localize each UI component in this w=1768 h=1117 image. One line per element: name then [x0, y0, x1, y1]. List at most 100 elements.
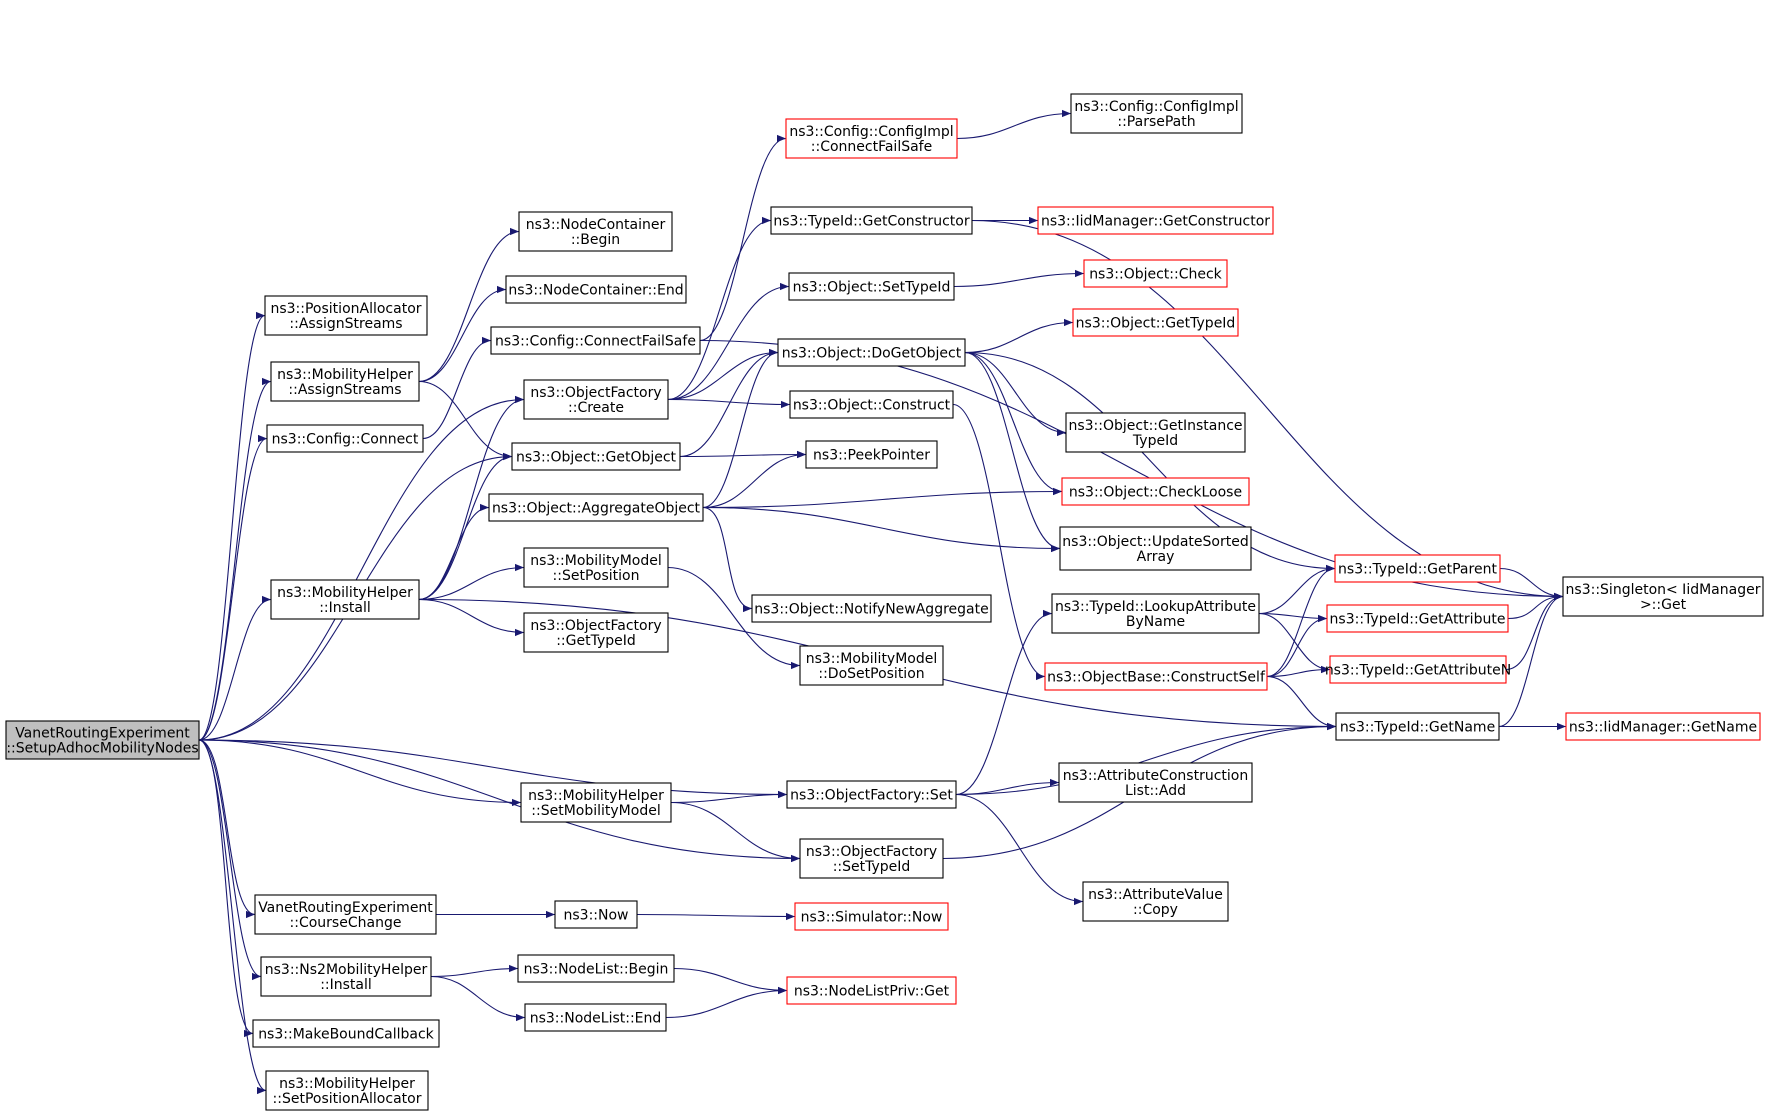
edge-root-to-vre-course — [198, 739, 256, 919]
node-of-settid[interactable]: ns3::ObjectFactory::SetTypeId — [799, 838, 944, 879]
node-cfg-cfs[interactable]: ns3::Config::ConnectFailSafe — [490, 326, 701, 355]
node-box — [805, 440, 938, 469]
edge-tid-getattrn-to-singleton-get — [1505, 592, 1564, 671]
node-label-line: ns3::Config::Connect — [272, 432, 419, 448]
node-mh-setpos[interactable]: ns3::MobilityHelper::SetPositionAllocato… — [265, 1070, 429, 1111]
node-box — [1334, 554, 1501, 583]
node-ns2-install[interactable]: ns3::Ns2MobilityHelper::Install — [260, 956, 432, 997]
node-tid-getname[interactable]: ns3::TypeId::GetName — [1335, 712, 1500, 741]
node-av-copy[interactable]: ns3::AttributeValue::Copy — [1082, 881, 1229, 922]
node-tid-getattrn[interactable]: ns3::TypeId::GetAttributeN — [1325, 655, 1511, 684]
node-label-line: ::SetTypeId — [833, 859, 911, 875]
edge-now-to-sim-now — [636, 912, 796, 921]
node-obj-gettid[interactable]: ns3::Object::GetTypeId — [1072, 308, 1239, 337]
node-root[interactable]: VanetRoutingExperiment::SetupAdhocMobili… — [5, 720, 200, 760]
node-obj-notify[interactable]: ns3::Object::NotifyNewAggregate — [751, 594, 992, 623]
edge-root-to-make-cb — [198, 739, 254, 1038]
edge-obj-aggr-to-obj-notify — [702, 506, 753, 613]
edge-mh-assign-to-nc-begin — [418, 227, 520, 383]
node-cfg-connect[interactable]: ns3::Config::Connect — [266, 424, 424, 453]
node-box — [786, 976, 957, 1005]
node-obj-check[interactable]: ns3::Object::Check — [1083, 259, 1228, 288]
node-obj-settid[interactable]: ns3::Object::SetTypeId — [788, 272, 955, 301]
edge-obj-aggr-to-obj-dogetobj — [702, 348, 779, 509]
edge-obj-aggr-to-obj-checkloose — [702, 487, 1063, 509]
node-obj-aggr[interactable]: ns3::Object::AggregateObject — [488, 493, 704, 522]
node-label-line: ns3::TypeId::GetParent — [1338, 562, 1497, 578]
node-label-line: ns3::TypeId::GetName — [1340, 720, 1495, 736]
node-ob-constructself[interactable]: ns3::ObjectBase::ConstructSelf — [1044, 662, 1268, 691]
node-box — [1562, 576, 1764, 617]
node-box — [1059, 526, 1252, 571]
edge-root-to-mh-setpos — [198, 739, 267, 1094]
node-cfgimpl-parse[interactable]: ns3::Config::ConfigImpl::ParsePath — [1070, 93, 1243, 134]
node-box — [751, 594, 992, 623]
node-cfgimpl-cfs[interactable]: ns3::Config::ConfigImpl::ConnectFailSafe — [785, 118, 958, 159]
node-box — [1070, 93, 1243, 134]
node-mh-assign[interactable]: ns3::MobilityHelper::AssignStreams — [270, 361, 420, 402]
node-peekptr[interactable]: ns3::PeekPointer — [805, 440, 938, 469]
node-tid-getparent[interactable]: ns3::TypeId::GetParent — [1334, 554, 1501, 583]
edge-ob-constructself-to-tid-getattr — [1266, 614, 1328, 678]
node-mm-setpos[interactable]: ns3::MobilityModel::SetPosition — [523, 547, 669, 588]
node-label-line: ns3::Object::DoGetObject — [782, 346, 962, 362]
node-box — [1083, 259, 1228, 288]
node-label-line: ns3::Object::GetInstance — [1068, 418, 1242, 434]
node-label-line: >::Get — [1640, 597, 1687, 613]
edge-ns2-install-to-nl-end — [430, 975, 526, 1022]
node-pa-assign[interactable]: ns3::PositionAllocator::AssignStreams — [264, 295, 428, 336]
node-obj-checkloose[interactable]: ns3::Object::CheckLoose — [1061, 477, 1250, 506]
node-obj-construct[interactable]: ns3::Object::Construct — [789, 390, 954, 419]
node-vre-course[interactable]: VanetRoutingExperiment::CourseChange — [254, 894, 437, 935]
node-iid-getctor[interactable]: ns3::IidManager::GetConstructor — [1037, 206, 1274, 235]
node-mh-setmm[interactable]: ns3::MobilityHelper::SetMobilityModel — [520, 782, 672, 823]
node-label-line: ns3::MobilityHelper — [277, 585, 413, 601]
edge-root-to-of-settid — [198, 739, 801, 863]
node-make-cb[interactable]: ns3::MakeBoundCallback — [252, 1019, 440, 1048]
node-nlp-get[interactable]: ns3::NodeListPriv::Get — [786, 976, 957, 1005]
node-label-line: Array — [1137, 549, 1175, 565]
node-obj-dogetobj[interactable]: ns3::Object::DoGetObject — [777, 338, 966, 367]
node-label-line: ns3::MobilityHelper — [279, 1076, 415, 1092]
node-nc-begin[interactable]: ns3::NodeContainer::Begin — [518, 211, 673, 252]
node-sim-now[interactable]: ns3::Simulator::Now — [794, 902, 949, 931]
node-obj-getobj[interactable]: ns3::Object::GetObject — [511, 442, 681, 471]
node-mm-dosetpos[interactable]: ns3::MobilityModel::DoSetPosition — [799, 645, 944, 686]
node-box — [1051, 593, 1260, 634]
node-box — [1082, 881, 1229, 922]
node-nc-end[interactable]: ns3::NodeContainer::End — [505, 275, 687, 304]
node-of-gettid[interactable]: ns3::ObjectFactory::GetTypeId — [523, 612, 669, 653]
node-label-line: ns3::NodeListPriv::Get — [794, 984, 950, 1000]
node-now[interactable]: ns3::Now — [554, 900, 638, 929]
node-nl-begin[interactable]: ns3::NodeList::Begin — [517, 954, 675, 983]
node-tid-getattr[interactable]: ns3::TypeId::GetAttribute — [1326, 604, 1509, 633]
edge-obj-settid-to-obj-check — [953, 269, 1085, 288]
node-nl-end[interactable]: ns3::NodeList::End — [524, 1003, 667, 1032]
node-tid-getctor[interactable]: ns3::TypeId::GetConstructor — [770, 206, 973, 235]
node-box — [524, 1003, 667, 1032]
node-box — [490, 326, 701, 355]
node-label-line: ns3::NodeList::End — [530, 1011, 662, 1027]
edge-nl-begin-to-nlp-get — [673, 967, 788, 995]
node-box — [1072, 308, 1239, 337]
edge-of-set-to-av-copy — [955, 793, 1084, 906]
edge-obj-construct-to-ob-constructself — [952, 403, 1046, 681]
node-mh-install[interactable]: ns3::MobilityHelper::Install — [270, 579, 420, 620]
node-box — [1329, 655, 1507, 684]
node-label-line: VanetRoutingExperiment — [15, 726, 190, 742]
node-label-line: ns3::Ns2MobilityHelper — [265, 962, 428, 978]
node-of-create[interactable]: ns3::ObjectFactory::Create — [523, 379, 669, 420]
nodes-layer: VanetRoutingExperiment::SetupAdhocMobili… — [5, 93, 1764, 1111]
node-of-set[interactable]: ns3::ObjectFactory::Set — [786, 780, 957, 809]
node-iid-getname[interactable]: ns3::IidManager::GetName — [1565, 712, 1761, 741]
node-box — [770, 206, 973, 235]
node-label-line: ::Install — [320, 977, 372, 993]
node-box — [799, 838, 944, 879]
node-singleton-get[interactable]: ns3::Singleton< IidManager>::Get — [1562, 576, 1764, 617]
node-label-line: ::Copy — [1133, 902, 1178, 918]
edge-cfg-cfs-to-cfgimpl-cfs — [699, 134, 787, 342]
